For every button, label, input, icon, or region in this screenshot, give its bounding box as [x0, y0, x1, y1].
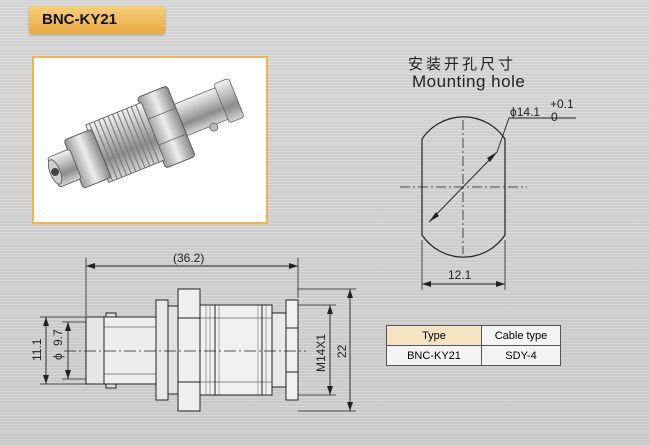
inner-diameter-symbol: ϕ	[51, 353, 65, 360]
cell-type: BNC-KY21	[386, 345, 482, 366]
hole-tolerance-upper: +0.1	[550, 97, 574, 111]
nut-size-label: 22	[335, 344, 349, 358]
hole-width-label: 12.1	[448, 268, 472, 282]
header-cable-type: Cable type	[481, 325, 561, 346]
table-row: BNC-KY21 SDY-4	[386, 345, 561, 366]
panel-flange	[177, 288, 201, 412]
spec-table: Type Cable type BNC-KY21 SDY-4	[386, 325, 561, 366]
title-tab	[29, 6, 165, 34]
hole-diameter-label: ϕ14.1	[510, 105, 540, 119]
product-photo	[47, 78, 244, 189]
header-type: Type	[386, 325, 482, 346]
connector-side-view	[40, 258, 356, 412]
mounting-hole-label-cn: 安装开孔尺寸	[408, 55, 517, 73]
thread-label: M14X1	[314, 334, 328, 372]
hex-nut	[285, 299, 299, 401]
mounting-hole-drawing	[400, 116, 576, 290]
threaded-body	[199, 304, 273, 396]
outer-diameter-label: 11.1	[30, 338, 44, 361]
hole-outline	[421, 116, 506, 258]
hole-tolerance-lower: 0	[551, 110, 558, 124]
product-photo-frame	[32, 56, 268, 224]
product-title: BNC-KY21	[42, 11, 118, 28]
cell-cable-type: SDY-4	[481, 345, 561, 366]
overall-length-label: (36.2)	[173, 251, 204, 265]
mounting-hole-label-en: Mounting hole	[412, 72, 526, 91]
spec-table-header: Type Cable type	[386, 325, 561, 346]
inner-diameter-label: 9.7	[51, 329, 65, 346]
diameter-leader	[428, 151, 498, 223]
